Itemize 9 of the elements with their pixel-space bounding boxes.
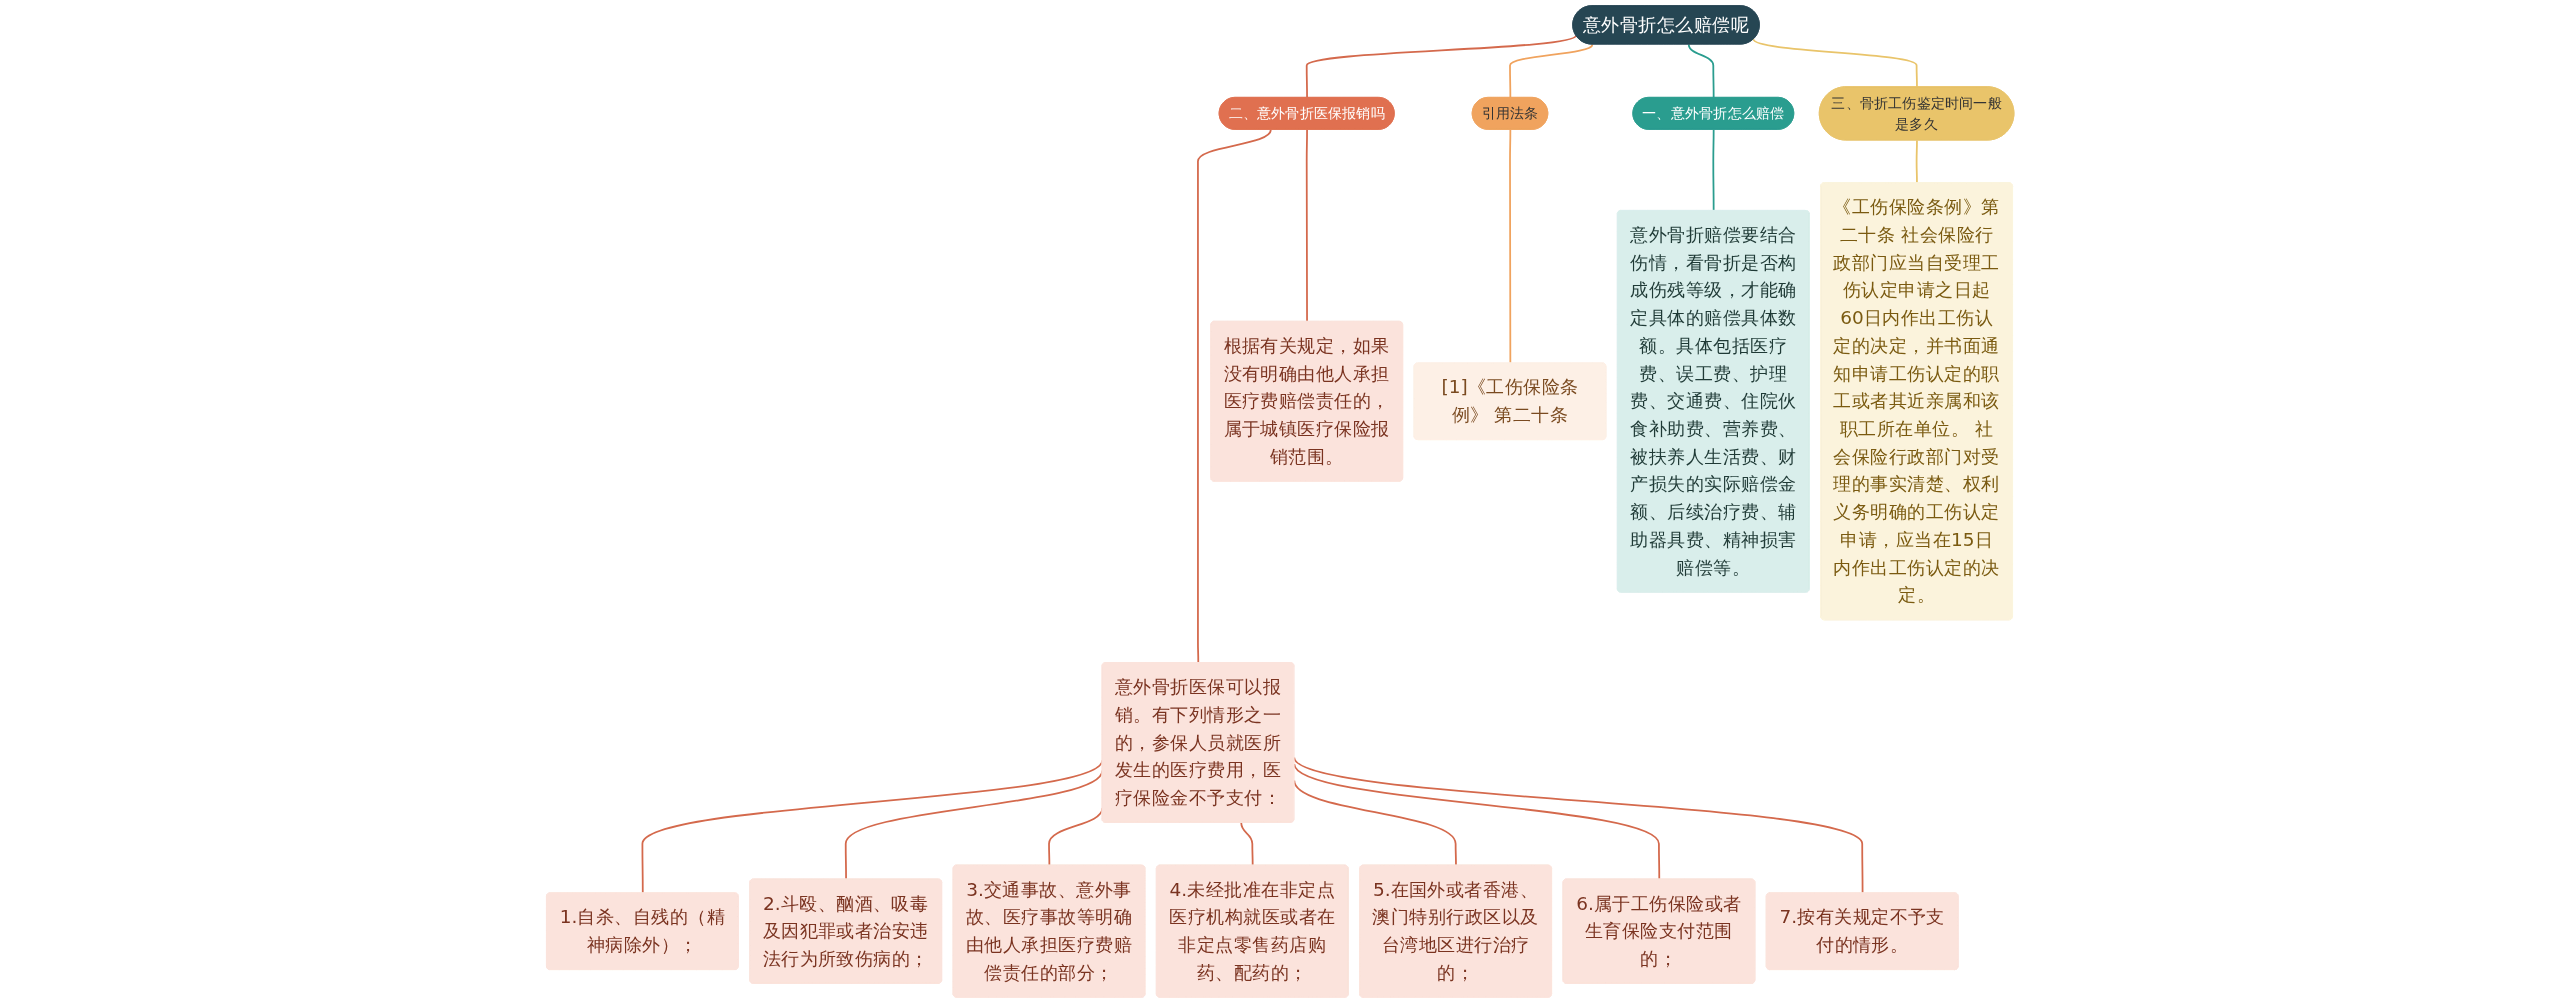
connector xyxy=(1752,38,1918,88)
connector xyxy=(1196,128,1272,664)
connector xyxy=(1305,34,1577,99)
connector xyxy=(1240,821,1254,867)
connector xyxy=(1305,128,1308,323)
connector xyxy=(1508,43,1594,99)
connector xyxy=(1687,43,1715,99)
connector xyxy=(1712,128,1715,212)
connector xyxy=(1915,139,1918,184)
